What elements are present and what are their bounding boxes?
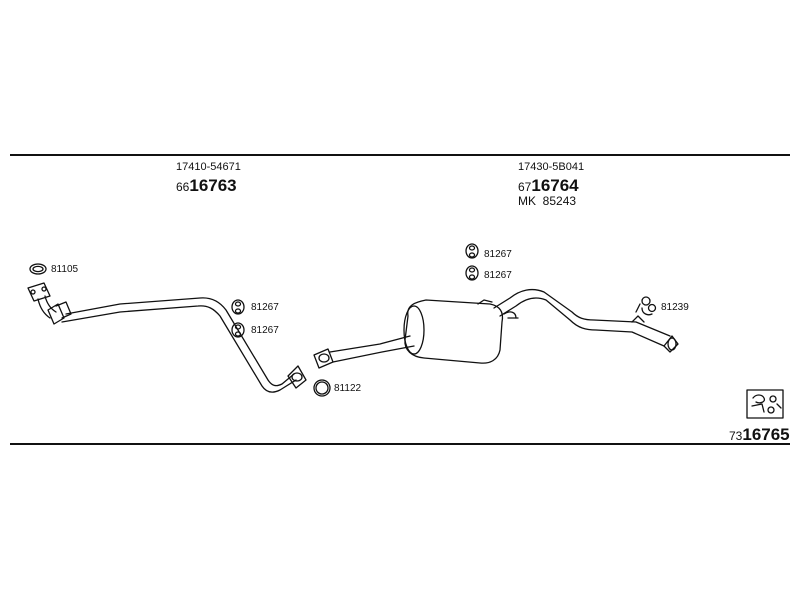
kit-part-number: 7316765 — [729, 426, 790, 444]
rear-silencer-part-number: 6716764 — [518, 177, 579, 195]
rear-silencer-prefix: 67 — [518, 180, 532, 194]
mk-number: 85243 — [542, 194, 577, 208]
kit-number: 16765 — [742, 425, 790, 444]
callout-hanger-right-2: 81267 — [484, 270, 512, 281]
front-pipe-icon — [27, 282, 307, 393]
rear-silencer-number: 16764 — [531, 176, 579, 195]
top-divider-line — [10, 154, 790, 156]
front-pipe-part-number: 6616763 — [176, 177, 237, 195]
callout-hanger-left-2: 81267 — [251, 325, 279, 336]
kit-prefix: 73 — [729, 429, 743, 443]
rear-silencer-icon — [313, 288, 679, 369]
front-pipe-number: 16763 — [189, 176, 237, 195]
hanger-right-2-icon — [465, 265, 479, 281]
callout-clamp-rear: 81239 — [661, 302, 689, 313]
hanger-left-2-icon — [231, 322, 245, 338]
mounting-kit-pictogram-icon — [746, 389, 784, 419]
clamp-icon — [635, 296, 657, 316]
mk-label: MK — [518, 194, 536, 208]
callout-ring-mid: 81122 — [334, 383, 362, 394]
callout-hanger-left-1: 81267 — [251, 302, 279, 313]
hanger-left-1-icon — [231, 299, 245, 315]
rear-silencer-oe-number: 17430-5B041 — [518, 161, 585, 173]
mounting-kit-reference: MK 85243 — [518, 195, 576, 207]
front-pipe-prefix: 66 — [176, 180, 190, 194]
bottom-divider-line — [10, 443, 790, 445]
front-pipe-oe-number: 17410-54671 — [176, 161, 241, 173]
callout-gasket-front: 81105 — [51, 264, 79, 275]
seal-ring-icon — [313, 379, 331, 397]
front-gasket-icon — [29, 263, 47, 275]
callout-hanger-right-1: 81267 — [484, 249, 512, 260]
hanger-right-1-icon — [465, 243, 479, 259]
